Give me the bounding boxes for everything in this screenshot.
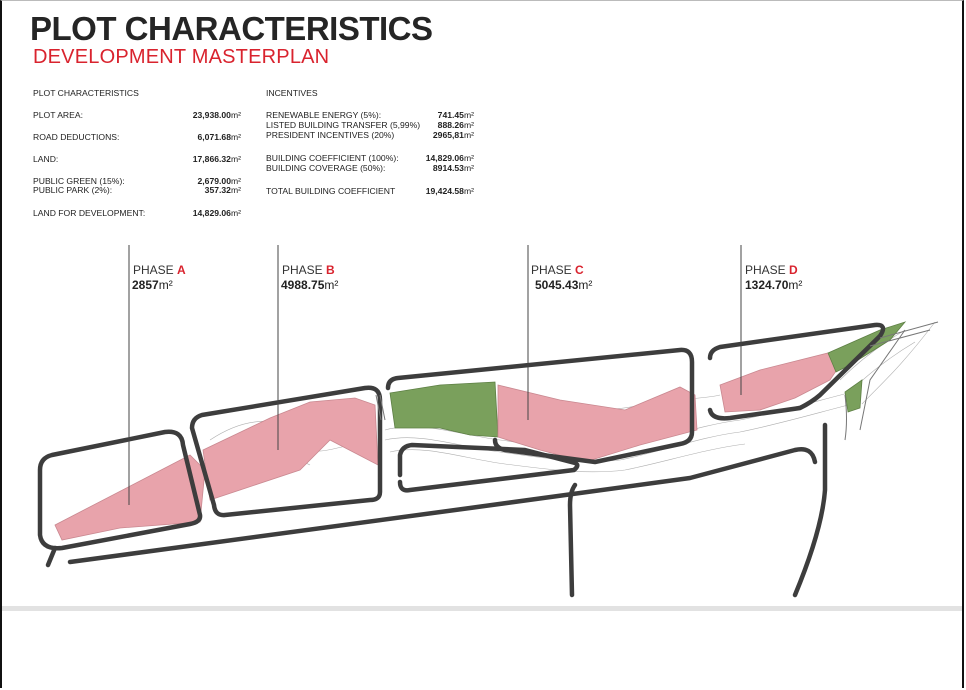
row-label: PUBLIC GREEN (15%): <box>33 176 125 186</box>
road-edges <box>375 321 939 441</box>
row-label: PLOT AREA: <box>33 110 83 120</box>
row-label: BUILDING COVERAGE (50%): <box>266 163 386 173</box>
page-subtitle: DEVELOPMENT MASTERPLAN <box>33 46 330 68</box>
phase-c-area-value: 5045.43m² <box>535 278 593 292</box>
phase-d-area-value: 1324.70m² <box>745 278 803 292</box>
row-label: TOTAL BUILDING COEFFICIENT <box>266 186 396 196</box>
row-value: 14,829.06m² <box>425 153 474 163</box>
phase-d-area <box>719 352 841 413</box>
phase-b-area-value: 4988.75m² <box>281 278 339 292</box>
phase-c-area <box>497 384 698 463</box>
phase-a-label: PHASE A <box>133 263 186 277</box>
row-label: LAND: <box>33 154 59 164</box>
public-park-area <box>844 379 863 413</box>
phase-c-label: PHASE C <box>531 263 584 277</box>
row-value: 14,829.06m² <box>192 208 241 218</box>
row-value: 741.45m² <box>437 110 474 120</box>
row-value: 8914.53m² <box>432 163 474 173</box>
page-title: PLOT CHARACTERISTICS <box>30 10 433 47</box>
row-label: LAND FOR DEVELOPMENT: <box>33 208 146 218</box>
row-value: 2965,81m² <box>432 130 474 140</box>
row-value: 2,679.00m² <box>197 176 241 186</box>
row-value: 19,424.58m² <box>425 186 474 196</box>
row-label: PRESIDENT INCENTIVES (20%) <box>266 130 395 140</box>
plot-table-heading: PLOT CHARACTERISTICS <box>33 88 139 98</box>
row-value: 17,866.32m² <box>192 154 241 164</box>
plot-characteristics-table: PLOT CHARACTERISTICS PLOT AREA: 23,938.0… <box>33 88 248 228</box>
row-value: 888.26m² <box>437 120 474 130</box>
row-label: RENEWABLE ENERGY (5%): <box>266 110 382 120</box>
incentives-table-heading: INCENTIVES <box>266 88 318 98</box>
row-value: 23,938.00m² <box>192 110 241 120</box>
row-value: 357.32m² <box>204 185 241 195</box>
phase-a-area-value: 2857m² <box>132 278 173 292</box>
phase-b-label: PHASE B <box>282 263 335 277</box>
phase-b-area <box>202 397 379 501</box>
phase-leader-lines <box>128 245 742 505</box>
incentives-table: INCENTIVES RENEWABLE ENERGY (5%): 741.45… <box>266 88 481 208</box>
masterplan-map <box>37 245 939 598</box>
phase-d-label: PHASE D <box>745 263 798 277</box>
phase-c-green-area <box>389 381 499 438</box>
row-label: LISTED BUILDING TRANSFER (5,99%) <box>266 120 421 130</box>
page-divider <box>2 606 962 611</box>
row-value: 6,071.68m² <box>197 132 241 142</box>
road-outlines <box>37 322 886 598</box>
row-label: BUILDING COEFFICIENT (100%): <box>266 153 399 163</box>
row-label: ROAD DEDUCTIONS: <box>33 132 120 142</box>
row-label: PUBLIC PARK (2%): <box>33 185 113 195</box>
